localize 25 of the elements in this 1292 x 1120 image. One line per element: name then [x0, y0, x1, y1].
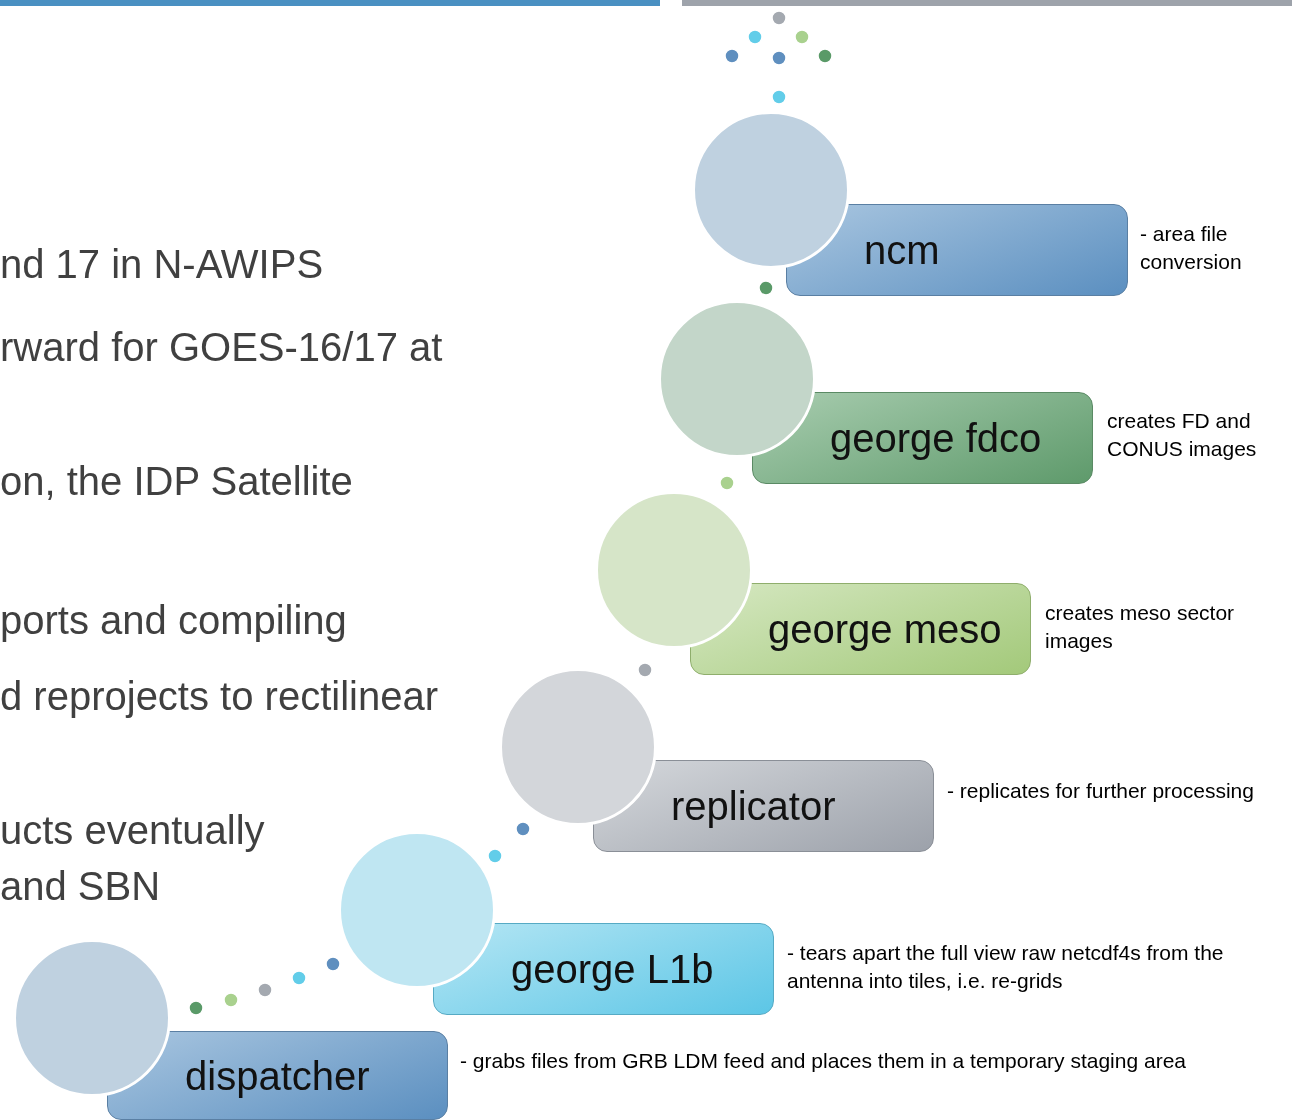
circle-and-bar-shape [499, 668, 934, 852]
step-description: - grabs files from GRB LDM feed and places them in a temporary staging area [460, 1048, 1187, 1074]
bullet-text: rward for GOES-16/17 at [0, 324, 443, 371]
bullet-text: d reprojects to rectilinear [0, 673, 438, 720]
circle-and-bar-shape [338, 831, 774, 1015]
step-label: george L1b [511, 946, 714, 993]
bullet-text: ports and compiling [0, 597, 347, 644]
bullet-text: on, the IDP Satellite [0, 458, 353, 505]
bullet-text: ucts eventually [0, 807, 265, 854]
step-description: creates meso sector images [1045, 600, 1236, 654]
bullet-text: and SBN [0, 863, 161, 910]
step-label: replicator [671, 783, 836, 830]
step-description: - replicates for further processing [947, 778, 1255, 804]
step-description: - tears apart the full view raw netcdf4s from the antenna into tiles, i.e. re-grids [787, 940, 1225, 994]
circle-and-bar-shape [692, 111, 1128, 296]
step-label: ncm [864, 227, 940, 274]
step-description: - area file conversion [1140, 221, 1243, 275]
bullet-text: nd 17 in N-AWIPS [0, 241, 324, 288]
step-label: dispatcher [185, 1052, 370, 1100]
step-description: creates FD and CONUS images [1107, 408, 1258, 462]
step-label: george meso [768, 606, 1002, 653]
step-label: george fdco [830, 415, 1042, 462]
circle-and-bar-shape [658, 300, 1093, 484]
circle-and-bar-shape [13, 939, 448, 1120]
circle-and-bar-shape [595, 491, 1031, 675]
